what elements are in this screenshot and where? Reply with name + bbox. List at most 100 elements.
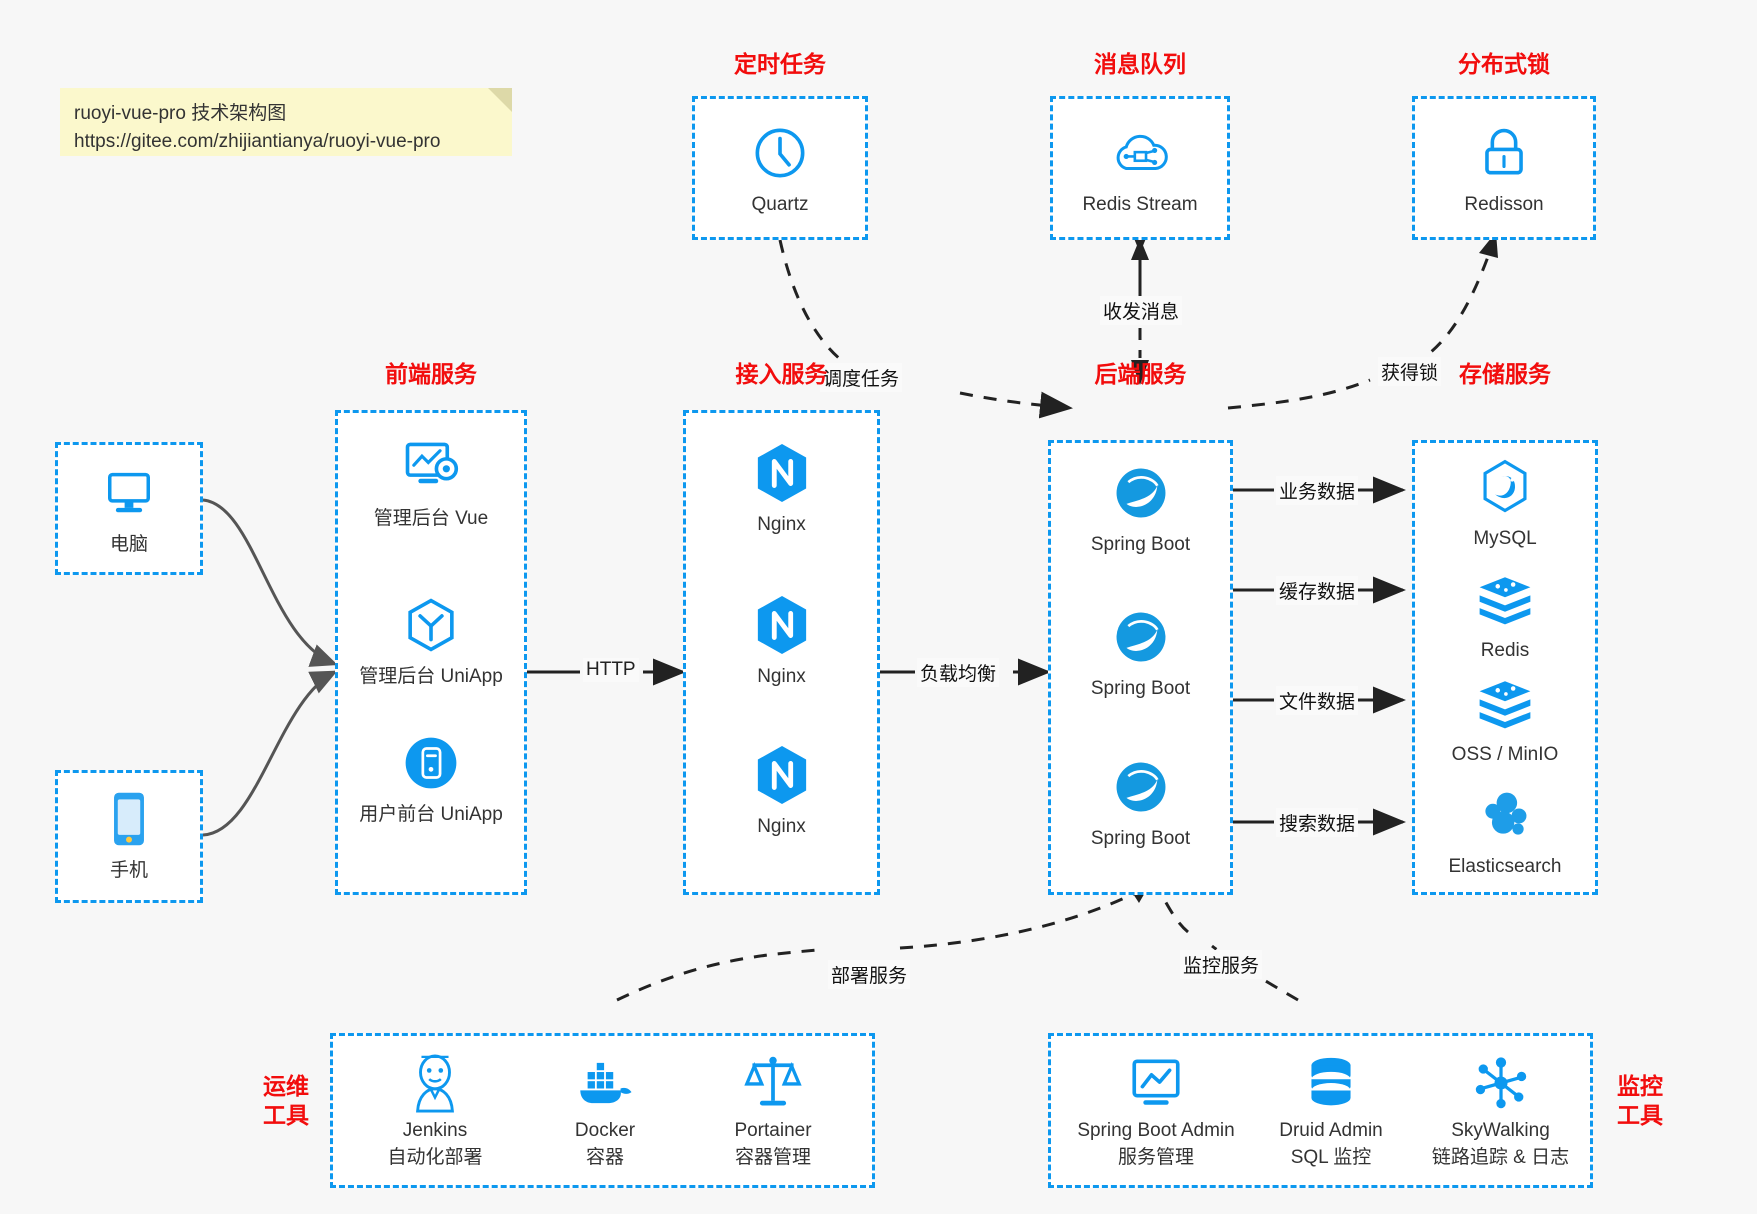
node-admin-vue[interactable]: 管理后台 Vue — [338, 435, 524, 532]
smartphone-icon — [58, 787, 200, 851]
edge-label-deploy-service: 部署服务 — [828, 960, 911, 989]
padlock-icon — [1415, 121, 1593, 185]
edge-label-acquire-lock: 获得锁 — [1378, 357, 1442, 386]
node-portainer[interactable]: Portainer 容器管理 — [693, 1052, 853, 1169]
group-box-frontend: 管理后台 Vue 管理后台 UniApp 用户前台 U — [335, 410, 527, 895]
node-label: Nginx — [757, 514, 806, 535]
node-mysql[interactable]: MySQL — [1415, 455, 1595, 552]
node-elasticsearch[interactable]: Elasticsearch — [1415, 783, 1595, 880]
edge-label-schedule-task: 调度任务 — [820, 363, 903, 392]
node-name: Druid Admin — [1279, 1120, 1383, 1141]
database-stack-icon — [1251, 1052, 1411, 1114]
nginx-icon — [686, 593, 877, 657]
group-box-scheduler: Quartz — [692, 96, 868, 240]
redis-stack-icon — [1415, 671, 1595, 735]
node-redis-stream[interactable]: Redis Stream — [1053, 121, 1227, 218]
node-druid-admin[interactable]: Druid Admin SQL 监控 — [1251, 1052, 1411, 1169]
group-title-storage: 存储服务 — [1459, 361, 1551, 387]
redis-icon — [1415, 567, 1595, 631]
node-label: 管理后台 UniApp — [359, 666, 503, 687]
node-name: Jenkins — [402, 1120, 468, 1141]
node-desc: 服务管理 — [1117, 1147, 1194, 1168]
diagram-note: ruoyi-vue-pro 技术架构图 https://gitee.com/zh… — [60, 88, 512, 156]
node-desc: 自动化部署 — [387, 1147, 483, 1168]
node-label: Redis — [1480, 640, 1530, 661]
node-label: Elasticsearch — [1448, 856, 1562, 877]
edge-label-send-receive-message: 收发消息 — [1100, 296, 1183, 325]
node-spring-boot-3[interactable]: Spring Boot — [1051, 755, 1230, 852]
group-box-client-desktop: 电脑 — [55, 442, 203, 575]
node-label: Nginx — [757, 666, 806, 687]
group-box-mq: Redis Stream — [1050, 96, 1230, 240]
edge-label-search-data: 搜索数据 — [1276, 808, 1359, 837]
desktop-monitor-icon — [58, 461, 200, 525]
node-quartz[interactable]: Quartz — [695, 121, 865, 218]
node-name: Spring Boot Admin — [1077, 1120, 1235, 1141]
group-box-client-mobile: 手机 — [55, 770, 203, 903]
note-fold-corner — [488, 88, 512, 112]
node-label: 用户前台 UniApp — [359, 804, 503, 825]
note-line-url: https://gitee.com/zhijiantianya/ruoyi-vu… — [74, 130, 441, 152]
node-admin-uniapp[interactable]: 管理后台 UniApp — [338, 593, 524, 690]
elasticsearch-icon — [1415, 783, 1595, 847]
monitor-chart-icon — [1061, 1052, 1251, 1114]
group-box-devops: Jenkins 自动化部署 Docker 容器 — [330, 1033, 875, 1188]
group-title-backend: 后端服务 — [1094, 361, 1187, 387]
edge-label-business-data: 业务数据 — [1276, 476, 1359, 505]
node-user-uniapp[interactable]: 用户前台 UniApp — [338, 731, 524, 828]
nginx-icon — [686, 743, 877, 807]
edge-label-load-balance: 负载均衡 — [917, 658, 1000, 687]
edge-label-file-data: 文件数据 — [1276, 686, 1359, 715]
node-label: 电脑 — [109, 534, 148, 555]
node-jenkins[interactable]: Jenkins 自动化部署 — [355, 1052, 515, 1169]
node-redis[interactable]: Redis — [1415, 567, 1595, 664]
note-line-title: ruoyi-vue-pro 技术架构图 — [74, 103, 287, 124]
spring-boot-icon — [1051, 755, 1230, 819]
node-label: Redisson — [1464, 194, 1544, 215]
node-desc: 容器 — [585, 1147, 624, 1168]
group-title-monitor: 监控 工具 — [1608, 1072, 1672, 1130]
node-desktop[interactable]: 电脑 — [58, 461, 200, 558]
node-spring-boot-2[interactable]: Spring Boot — [1051, 605, 1230, 702]
edge-label-monitor-service: 监控服务 — [1180, 950, 1263, 979]
node-nginx-2[interactable]: Nginx — [686, 593, 877, 690]
node-label: OSS / MinIO — [1451, 744, 1559, 765]
mysql-icon — [1415, 455, 1595, 519]
node-name: Portainer — [734, 1120, 812, 1141]
group-title-lock: 分布式锁 — [1458, 51, 1550, 77]
node-oss-minio[interactable]: OSS / MinIO — [1415, 671, 1595, 768]
node-skywalking[interactable]: SkyWalking 链路追踪 & 日志 — [1413, 1052, 1588, 1169]
skywalking-node-icon — [1413, 1052, 1588, 1114]
node-nginx-1[interactable]: Nginx — [686, 441, 877, 538]
group-title-scheduler: 定时任务 — [734, 51, 826, 77]
node-mobile[interactable]: 手机 — [58, 787, 200, 884]
group-box-storage: MySQL Redis — [1412, 440, 1598, 895]
group-box-lock: Redisson — [1412, 96, 1596, 240]
hexagon-cube-icon — [338, 593, 524, 657]
node-docker[interactable]: Docker 容器 — [525, 1052, 685, 1169]
monitor-title-line1: 监控 — [1617, 1073, 1663, 1099]
group-title-gateway: 接入服务 — [735, 361, 828, 387]
node-spring-boot-admin[interactable]: Spring Boot Admin 服务管理 — [1061, 1052, 1251, 1169]
node-label: Nginx — [757, 816, 806, 837]
node-redisson[interactable]: Redisson — [1415, 121, 1593, 218]
group-title-frontend: 前端服务 — [385, 361, 477, 387]
node-name: Docker — [574, 1120, 636, 1141]
group-title-mq: 消息队列 — [1094, 51, 1186, 77]
devops-title-line2: 工具 — [263, 1101, 309, 1128]
node-label: Quartz — [751, 194, 809, 215]
dashboard-gear-icon — [338, 435, 524, 499]
node-label: Redis Stream — [1082, 194, 1198, 215]
group-box-gateway: Nginx Nginx Nginx — [683, 410, 880, 895]
clock-icon — [695, 121, 865, 185]
spring-boot-icon — [1051, 461, 1230, 525]
node-label: 管理后台 Vue — [373, 508, 489, 529]
jenkins-butler-icon — [355, 1052, 515, 1114]
node-label: MySQL — [1473, 528, 1537, 549]
node-nginx-3[interactable]: Nginx — [686, 743, 877, 840]
devops-title-line1: 运维 — [263, 1073, 309, 1099]
node-spring-boot-1[interactable]: Spring Boot — [1051, 461, 1230, 558]
mobile-circle-icon — [338, 731, 524, 795]
node-label: Spring Boot — [1090, 678, 1191, 699]
